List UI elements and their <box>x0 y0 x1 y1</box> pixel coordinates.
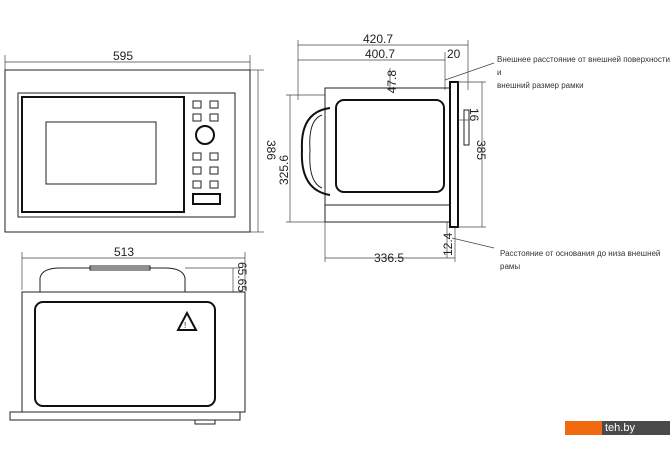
watermark-accent <box>565 421 602 435</box>
frame-offset-dim: 20 <box>447 47 461 61</box>
outer-distance-line1: Внешнее расстояние от внешней поверхност… <box>497 55 670 77</box>
bottom-width-dim: 513 <box>114 245 134 259</box>
control-panel <box>192 100 221 205</box>
side-height-dim: 325.6 <box>277 155 291 185</box>
protrusion-dim: 65.65 <box>235 262 249 292</box>
bottom-view: 513 65.65 ! <box>9 245 249 425</box>
watermark-logo: teh.by <box>565 421 670 435</box>
watermark-text: teh.by <box>602 421 670 435</box>
total-depth-dim: 420.7 <box>363 32 393 46</box>
side-view: 420.7 400.7 20 47.8 325.6 385 16 336.5 1… <box>277 32 495 265</box>
warning-icon <box>176 310 198 331</box>
body-depth-dim: 400.7 <box>365 47 395 61</box>
front-view: 595 386 <box>4 49 278 233</box>
front-width-dim: 595 <box>113 49 133 63</box>
bottom-offset-dim: 12.4 <box>441 232 455 256</box>
base-distance-note: Расстояние от основания до низа внешней … <box>500 249 661 271</box>
outer-distance-line2: внешний размер рамки <box>497 81 584 90</box>
outer-distance-note: Внешнее расстояние от внешней поверхност… <box>497 53 670 92</box>
base-depth-dim: 336.5 <box>374 251 404 265</box>
frame-thickness-dim: 16 <box>467 108 481 122</box>
warning-mark: ! <box>184 321 186 330</box>
front-height-dim: 386 <box>264 140 278 160</box>
frame-height-dim: 385 <box>474 140 488 160</box>
knob-icon <box>195 125 215 145</box>
top-offset-dim: 47.8 <box>385 70 399 94</box>
